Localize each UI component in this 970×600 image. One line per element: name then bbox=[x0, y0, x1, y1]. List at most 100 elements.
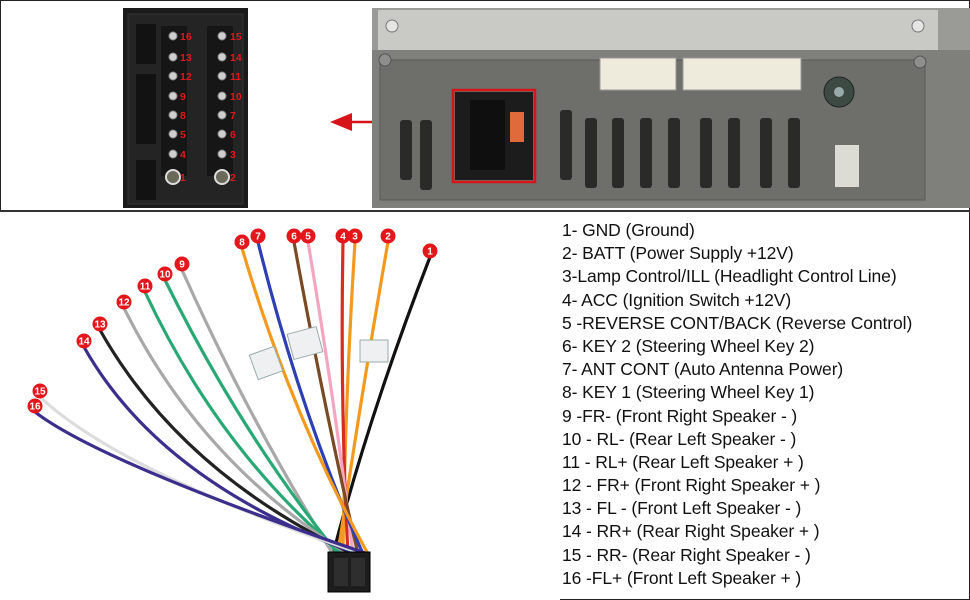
wire-number-text: 1 bbox=[427, 247, 433, 258]
panel-divider bbox=[0, 210, 970, 212]
pin-number-label: 10 bbox=[230, 91, 242, 103]
screw-icon bbox=[385, 19, 399, 33]
connector-pin bbox=[217, 129, 227, 139]
vent-slot bbox=[700, 118, 712, 188]
wire-clip bbox=[359, 339, 389, 363]
connector-pin bbox=[214, 169, 230, 185]
pin-number-label: 8 bbox=[180, 110, 186, 122]
connector-closeup bbox=[123, 8, 248, 208]
wire-number-text: 11 bbox=[140, 282, 151, 293]
white-connector bbox=[599, 57, 677, 91]
pin-number-label: 6 bbox=[230, 129, 236, 141]
pin-number-label: 9 bbox=[180, 91, 186, 103]
arrow-head-icon bbox=[330, 113, 352, 131]
connector-pin bbox=[217, 71, 227, 81]
vent-slot bbox=[640, 118, 652, 188]
wire-number-badge bbox=[32, 383, 48, 399]
wire-number-badge bbox=[335, 228, 351, 244]
vent-slot bbox=[728, 118, 740, 188]
wire bbox=[33, 410, 370, 556]
connector-pin bbox=[168, 149, 178, 159]
connector-pins-right: 15 14 11 10 7 6 3 2 bbox=[214, 31, 242, 185]
wire-number-badge bbox=[286, 228, 302, 244]
wire-number-badge bbox=[250, 228, 266, 244]
wire bbox=[98, 328, 355, 556]
wire-number-text: 6 bbox=[291, 232, 297, 243]
wire-number-text: 12 bbox=[118, 298, 130, 309]
wire-number-text: 4 bbox=[340, 232, 346, 243]
wire bbox=[341, 240, 357, 556]
vent-slot bbox=[668, 118, 680, 188]
wire-number-badge bbox=[27, 398, 43, 414]
pin-number-label: 13 bbox=[180, 52, 192, 64]
legend-row: 10 - RL- (Rear Left Speaker - ) bbox=[562, 428, 797, 449]
vent-slot bbox=[400, 120, 412, 180]
head-unit-rear-photo bbox=[372, 8, 970, 208]
connector-pin bbox=[165, 169, 181, 185]
legend-row: 15 - RR- (Rear Right Speaker - ) bbox=[562, 544, 811, 565]
legend-row: 4- ACC (Ignition Switch +12V) bbox=[562, 289, 792, 310]
wire-number-text: 10 bbox=[159, 270, 171, 281]
legend-row: 14 - RR+ (Rear Right Speaker + ) bbox=[562, 521, 820, 542]
fuse bbox=[510, 112, 524, 142]
connector-pin bbox=[217, 149, 227, 159]
connector-pin bbox=[217, 110, 227, 120]
connector-pin bbox=[217, 31, 227, 41]
pin-number-label: 14 bbox=[230, 52, 242, 64]
legend-row: 16 -FL+ (Front Left Speaker + ) bbox=[562, 567, 802, 588]
wire-clip bbox=[286, 325, 324, 361]
pin-number-label: 7 bbox=[230, 110, 236, 122]
connector-pin bbox=[217, 52, 227, 62]
wire-number-text: 5 bbox=[305, 232, 311, 243]
wire-number-text: 15 bbox=[34, 387, 46, 398]
wire-number-badge bbox=[92, 316, 108, 332]
wire-number-badge bbox=[157, 266, 173, 282]
harness-wires bbox=[33, 240, 432, 556]
connector-pin bbox=[168, 31, 178, 41]
wire-number-text: 16 bbox=[29, 402, 41, 413]
pin-number-label: 3 bbox=[230, 149, 236, 161]
wire bbox=[122, 306, 350, 556]
connector-pin bbox=[168, 110, 178, 120]
wire-number-badge bbox=[422, 243, 438, 259]
wire bbox=[143, 290, 345, 556]
legend-row: 5 -REVERSE CONT/BACK (Reverse Control) bbox=[562, 312, 913, 333]
pin-number-label: 1 bbox=[180, 172, 186, 184]
pin-number-label: 16 bbox=[180, 31, 192, 43]
legend-row: 11 - RL+ (Rear Left Speaker + ) bbox=[562, 451, 804, 472]
pin-number-label: 4 bbox=[180, 149, 186, 161]
screw-icon bbox=[378, 53, 392, 67]
wire-number-badge bbox=[116, 294, 132, 310]
wire-number-text: 14 bbox=[78, 337, 90, 348]
pin-number-label: 5 bbox=[180, 129, 186, 141]
screw-icon bbox=[913, 55, 927, 69]
connector-photo-panel: 16 13 12 9 8 5 4 1 15 14 11 10 7 6 3 2 bbox=[123, 8, 970, 208]
wire-number-text: 8 bbox=[239, 238, 245, 249]
wire-number-text: 3 bbox=[352, 232, 358, 243]
wire-number-badge bbox=[234, 234, 250, 250]
wire-number-badge bbox=[174, 256, 190, 272]
connector-pins-left: 16 13 12 9 8 5 4 1 bbox=[165, 31, 192, 185]
legend-row: 7- ANT CONT (Auto Antenna Power) bbox=[562, 359, 844, 380]
vent-slot bbox=[788, 118, 800, 188]
legend-row: 1- GND (Ground) bbox=[562, 220, 695, 240]
connector-pin bbox=[168, 129, 178, 139]
wire-number-badge bbox=[300, 228, 316, 244]
pin-number-label: 12 bbox=[180, 71, 192, 83]
connector-pin bbox=[217, 91, 227, 101]
wire-number-badge bbox=[137, 278, 153, 294]
pin-number-label: 15 bbox=[230, 31, 242, 43]
pin-number-label: 2 bbox=[230, 172, 236, 184]
vent-slot bbox=[585, 118, 597, 188]
pin-number-label: 11 bbox=[230, 71, 241, 83]
wire-number-text: 2 bbox=[385, 232, 391, 243]
wire bbox=[163, 278, 340, 556]
legend-row: 9 -FR- (Front Right Speaker - ) bbox=[562, 405, 798, 426]
vent-slot bbox=[760, 118, 772, 188]
vent-slot bbox=[560, 110, 572, 180]
legend-row: 3-Lamp Control/ILL (Headlight Control Li… bbox=[562, 266, 897, 287]
connector-pin bbox=[168, 91, 178, 101]
pin-legend: 1- GND (Ground) 2- BATT (Power Supply +1… bbox=[562, 219, 968, 590]
screw-icon bbox=[911, 19, 925, 33]
